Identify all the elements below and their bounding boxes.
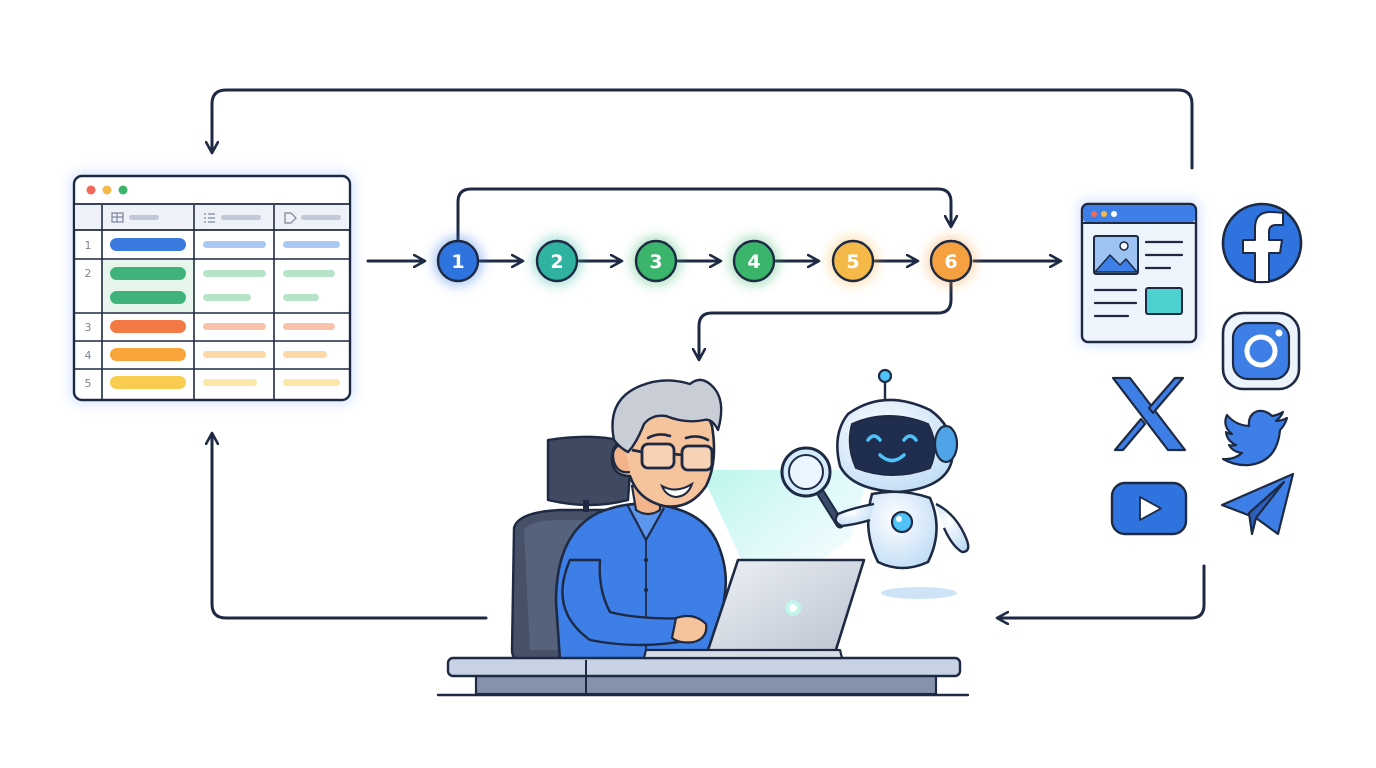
cell-bar — [283, 351, 327, 358]
list-icon — [204, 213, 215, 223]
cell-bar — [110, 291, 186, 304]
row-number: 1 — [85, 239, 92, 252]
cell-bar — [203, 241, 266, 248]
twitter-icon — [1221, 409, 1289, 467]
cell-bar — [203, 379, 257, 386]
pipeline-steps: 1 2 3 4 5 6 — [434, 237, 975, 285]
row-number: 5 — [85, 377, 92, 390]
spreadsheet-window: 1 2 3 4 5 — [70, 172, 354, 404]
step-node: 1 — [434, 237, 482, 285]
user-hair — [611, 378, 723, 454]
step-node: 4 — [730, 237, 778, 285]
table-icon — [111, 212, 124, 223]
window-maximize-dot — [118, 185, 128, 195]
media-block — [1145, 287, 1183, 315]
cell-bar — [283, 270, 335, 277]
row-number: 4 — [85, 349, 92, 362]
robot-assistant — [700, 368, 970, 600]
magnifier-icon — [780, 446, 845, 529]
laptop — [642, 558, 866, 660]
image-icon — [1093, 235, 1139, 275]
cell-bar — [203, 323, 266, 330]
step1-to-step6-arrow — [456, 187, 951, 242]
window-minimize-dot — [102, 185, 112, 195]
user-at-laptop — [510, 378, 728, 662]
step-label: 4 — [747, 251, 760, 273]
telegram-icon — [1220, 472, 1295, 536]
cell-bar — [283, 294, 319, 301]
step-label: 3 — [649, 251, 662, 273]
social-to-user-arrow — [998, 564, 1206, 618]
desk — [436, 656, 970, 697]
row-number: 3 — [85, 321, 92, 334]
cell-bar — [203, 270, 266, 277]
step-label: 2 — [550, 251, 563, 273]
glasses-icon — [631, 442, 714, 472]
cell-bar — [283, 323, 335, 330]
tag-icon — [284, 212, 297, 224]
facebook-icon — [1221, 202, 1303, 284]
webpage-window — [1078, 200, 1200, 346]
step-node: 5 — [829, 237, 877, 285]
step-node: 6 — [927, 237, 975, 285]
step-label: 6 — [944, 251, 957, 273]
cell-bar — [110, 267, 186, 280]
step-label: 5 — [846, 251, 859, 273]
cell-bar — [283, 379, 340, 386]
cell-bar — [283, 241, 340, 248]
step-node: 2 — [533, 237, 581, 285]
connectors — [212, 88, 1206, 620]
cell-bar — [110, 376, 186, 389]
row-number: 2 — [85, 267, 92, 280]
cell-bar — [203, 294, 251, 301]
step6-to-user-arrow — [699, 281, 953, 359]
cell-bar — [110, 348, 186, 361]
instagram-icon — [1221, 311, 1301, 391]
cell-bar — [203, 351, 266, 358]
cell-bar — [110, 238, 186, 251]
step-label: 1 — [451, 251, 464, 273]
left-loop-arrow — [212, 434, 488, 620]
cell-bar — [110, 320, 186, 333]
top-loop-arrow — [212, 88, 1194, 170]
youtube-icon — [1110, 481, 1188, 536]
x-icon — [1111, 376, 1187, 452]
window-close-dot — [86, 185, 96, 195]
step-node: 3 — [632, 237, 680, 285]
